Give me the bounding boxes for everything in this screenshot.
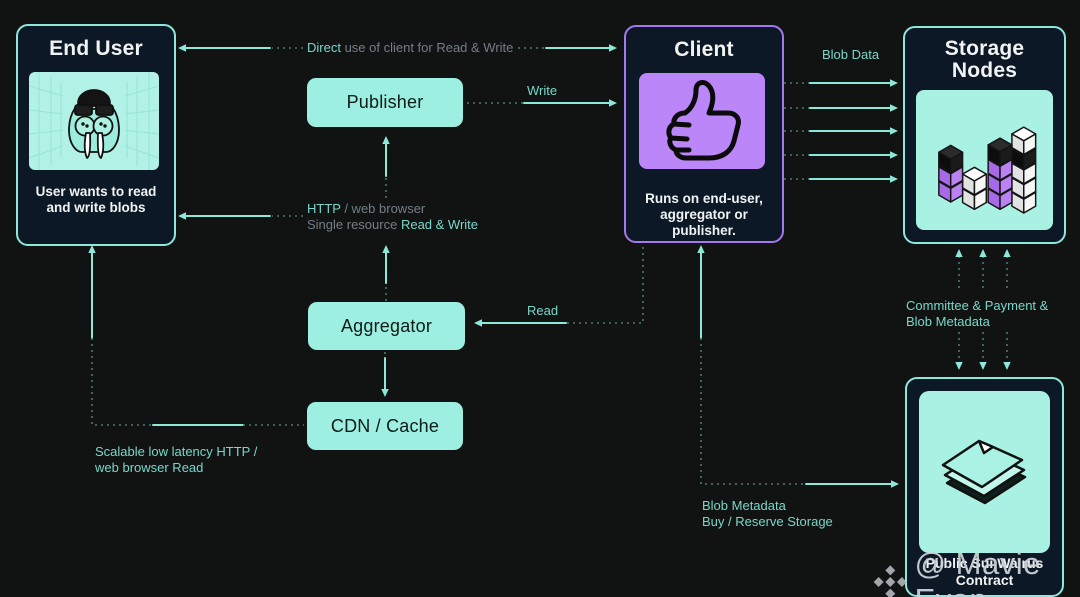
sui-contract-caption: Public Sui Walrus Contract: [925, 555, 1044, 588]
aggregator-node: Aggregator: [308, 302, 465, 350]
arrows-client-to-storage: [784, 79, 898, 183]
committee-line1: Committee & Payment &: [906, 298, 1049, 313]
thumbs-up-icon: [639, 73, 765, 169]
end-user-caption: User wants to read and write blobs: [35, 184, 157, 215]
http-label-line1: HTTP / web browser: [307, 201, 478, 217]
client-caption: Runs on end-user, aggregator or publishe…: [645, 191, 763, 238]
http-label-line2-rest: Single resource: [307, 217, 401, 232]
storage-nodes-title: Storage Nodes: [944, 37, 1025, 82]
blob-metadata-line2: Buy / Reserve Storage: [702, 514, 833, 529]
client-title: Client: [674, 38, 734, 61]
http-label-line2: Single resource Read & Write: [307, 217, 478, 233]
cube-stacks: [938, 126, 1037, 214]
cdn-cache-node: CDN / Cache: [307, 402, 463, 450]
committee-label: Committee & Payment & Blob Metadata: [906, 298, 1048, 330]
client-card: Client Runs on end-user, aggregator or p…: [624, 25, 784, 243]
direct-use-label-em: Direct: [307, 40, 341, 55]
document-stack-icon: [919, 391, 1050, 553]
http-label: HTTP / web browser Single resource Read …: [307, 201, 478, 233]
read-label: Read: [527, 303, 559, 318]
blob-metadata-line1: Blob Metadata: [702, 498, 786, 513]
committee-line2: Blob Metadata: [906, 314, 990, 329]
binance-diamond-icon: [873, 565, 907, 597]
path-client-to-contract: [697, 245, 899, 488]
end-user-card: End User: [16, 24, 176, 246]
scalable-read-line1: Scalable low latency HTTP /: [95, 444, 258, 459]
http-label-rest: / web browser: [340, 201, 426, 216]
watermark-handle: @ Mavie Evan: [914, 546, 1041, 597]
path-cdn-to-enduser: [88, 245, 304, 426]
arrow-read-to-aggregator: [474, 241, 644, 327]
walrus-avatar-icon: [29, 72, 159, 170]
blob-metadata-label: Blob Metadata Buy / Reserve Storage: [702, 498, 833, 530]
write-label: Write: [527, 83, 558, 98]
scalable-read-line2: web browser Read: [95, 460, 204, 475]
direct-use-label: Direct use of client for Read & Write: [307, 40, 513, 56]
direct-use-label-rest: use of client for Read & Write: [340, 40, 514, 55]
http-label-line2-em: Read & Write: [400, 217, 479, 232]
scalable-read-label: Scalable low latency HTTP / web browser …: [95, 444, 257, 476]
publisher-label: Publisher: [346, 92, 424, 112]
watermark: @ Mavie Evan: [872, 546, 1080, 597]
publisher-node: Publisher: [307, 78, 463, 127]
storage-nodes-card: Storage Nodes: [903, 26, 1066, 244]
cdn-cache-label: CDN / Cache: [330, 415, 440, 436]
sui-contract-card: Public Sui Walrus Contract: [905, 377, 1064, 597]
http-label-em: HTTP: [307, 201, 341, 216]
end-user-title: End User: [49, 37, 143, 60]
blob-data-label: Blob Data: [822, 47, 880, 62]
storage-cubes-icon: [916, 90, 1053, 230]
aggregator-label: Aggregator: [340, 315, 433, 336]
